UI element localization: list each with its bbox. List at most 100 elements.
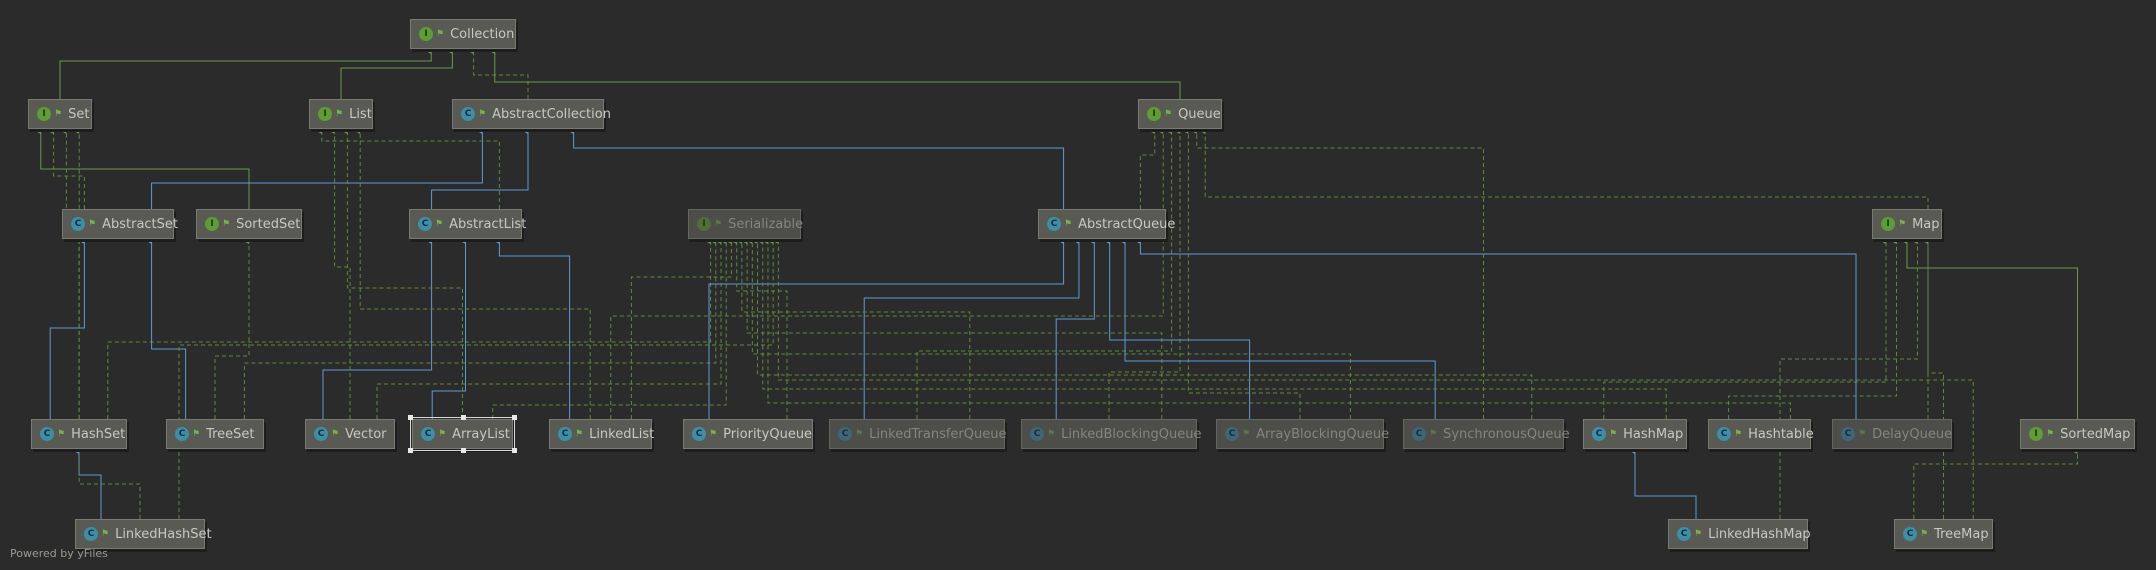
edge-linkedhashset-to-hashset [70,444,102,519]
class-icon: C [1030,427,1044,441]
public-visibility-icon: ⚑ [1694,529,1703,539]
edge-abstractlist-to-list [312,124,500,209]
node-label: Set [68,106,90,122]
public-visibility-icon: ⚑ [478,109,487,119]
node-label: Serializable [728,216,804,232]
node-treemap[interactable]: C⚑TreeMap [1894,519,1993,549]
node-label: LinkedHashMap [1708,526,1811,542]
edge-hashset-to-abstractset [49,234,85,419]
edge-hashtable-to-map [1728,234,1897,419]
public-visibility-icon: ⚑ [714,219,723,229]
class-icon: C [1841,427,1855,441]
interface-icon: I [1881,217,1895,231]
node-label: ArrayBlockingQueue [1256,426,1390,442]
node-hashset[interactable]: C⚑ HashSet [31,419,127,449]
edge-synchronousqueue-to-queue [1187,124,1484,419]
public-visibility-icon: ⚑ [1429,429,1438,439]
public-visibility-icon: ⚑ [54,109,63,119]
node-linkedhashset[interactable]: C⚑LinkedHashSet [75,519,212,549]
node-arrayblockingqueue[interactable]: C⚑ArrayBlockingQueue [1216,419,1389,449]
node-label: Vector [345,426,387,442]
node-arraylist[interactable]: C⚑ArrayList [410,417,515,451]
edge-vector-to-abstractlist [322,234,433,419]
class-icon: C [84,527,98,541]
node-label: Hashtable [1748,426,1814,442]
node-linkedblockingqueue[interactable]: C⚑LinkedBlockingQueue [1021,419,1201,449]
node-sortedmap[interactable]: I⚑SortedMap [2020,419,2135,449]
selection-handle[interactable] [460,415,466,420]
node-label: ArrayList [452,426,510,442]
node-abstractcollection[interactable]: C⚑AbstractCollection [452,99,611,129]
node-abstractset[interactable]: C⚑AbstractSet [62,209,178,239]
node-linkedhashmap[interactable]: C⚑LinkedHashMap [1668,519,1811,549]
public-visibility-icon: ⚑ [2046,429,2055,439]
node-treeset[interactable]: C⚑TreeSet [166,419,264,449]
node-hashmap[interactable]: C⚑HashMap [1583,419,1687,449]
edge-linkedtransferqueue-to-abstractqueue [863,234,1080,419]
node-label: HashSet [71,426,126,442]
node-abstractlist[interactable]: C⚑AbstractList [409,209,526,239]
node-list[interactable]: I⚑List [309,99,373,129]
selection-handle[interactable] [460,448,466,453]
selection-handle[interactable] [408,415,413,420]
node-label: PriorityQueue [723,426,813,442]
class-icon: C [40,427,54,441]
edge-linkedhashmap-to-map [1779,234,1918,519]
edge-arrayblockingqueue-to-serializable [743,234,1351,419]
selection-handle[interactable] [512,415,517,420]
node-label: LinkedBlockingQueue [1061,426,1202,442]
node-linkedtransferqueue[interactable]: C⚑LinkedTransferQueue [829,419,1006,449]
edge-abstractcollection-to-collection [464,44,529,99]
node-sortedset[interactable]: I⚑SortedSet [196,209,302,239]
node-synchronousqueue[interactable]: C⚑SynchronousQueue [1403,419,1570,449]
selection-handle[interactable] [408,448,413,453]
edge-linkedblockingqueue-to-queue [1108,124,1181,419]
edge-synchronousqueue-to-serializable [748,234,1533,419]
interface-icon: I [318,107,332,121]
public-visibility-icon: ⚑ [57,429,66,439]
node-set[interactable]: I⚑ Set [28,99,92,129]
class-icon: C [558,427,572,441]
node-label: TreeSet [206,426,255,442]
node-label: HashMap [1623,426,1684,442]
node-linkedlist[interactable]: C⚑LinkedList [549,419,654,449]
edge-linkedblockingqueue-to-abstractqueue [1055,234,1095,419]
node-label: List [349,106,372,122]
edge-hashset-to-serializable [107,234,712,419]
class-icon: C [692,427,706,441]
public-visibility-icon: ⚑ [88,219,97,229]
edge-priorityqueue-to-abstractqueue [708,234,1065,419]
class-icon: C [461,107,475,121]
interface-icon: I [37,107,51,121]
node-abstractqueue[interactable]: C⚑AbstractQueue [1038,209,1175,239]
selection-handle[interactable] [512,448,517,453]
edge-sortedmap-to-map [1898,234,2078,419]
interface-icon: I [419,27,433,41]
node-vector[interactable]: C⚑Vector [305,419,395,449]
node-delayqueue[interactable]: C⚑DelayQueue [1832,419,1952,449]
node-queue[interactable]: I⚑Queue [1138,99,1222,129]
edge-sortedset-to-set [31,124,250,209]
class-icon: C [175,427,189,441]
node-priorityqueue[interactable]: C⚑PriorityQueue [683,419,813,449]
edge-linkedlist-to-serializable [630,234,732,419]
edge-treemap-to-serializable [769,234,1974,519]
public-visibility-icon: ⚑ [1734,429,1743,439]
node-label: LinkedHashSet [115,526,212,542]
edge-priorityqueue-to-serializable [727,234,788,419]
edge-hashmap-to-map [1603,234,1887,419]
interface-icon: I [697,217,711,231]
class-icon: C [1412,427,1426,441]
edge-hashset-to-set [57,124,80,419]
node-hashtable[interactable]: C⚑Hashtable [1708,419,1814,449]
edge-list-to-collection [340,44,453,99]
edge-arrayblockingqueue-to-queue [1179,124,1301,419]
class-icon: C [418,217,432,231]
public-visibility-icon: ⚑ [1242,429,1251,439]
node-map[interactable]: I⚑Map [1872,209,1942,239]
public-visibility-icon: ⚑ [1858,429,1867,439]
node-label: AbstractList [449,216,527,232]
node-serializable[interactable]: I⚑ Serializable [688,209,804,239]
node-collection[interactable]: I⚑Collection [410,19,516,49]
